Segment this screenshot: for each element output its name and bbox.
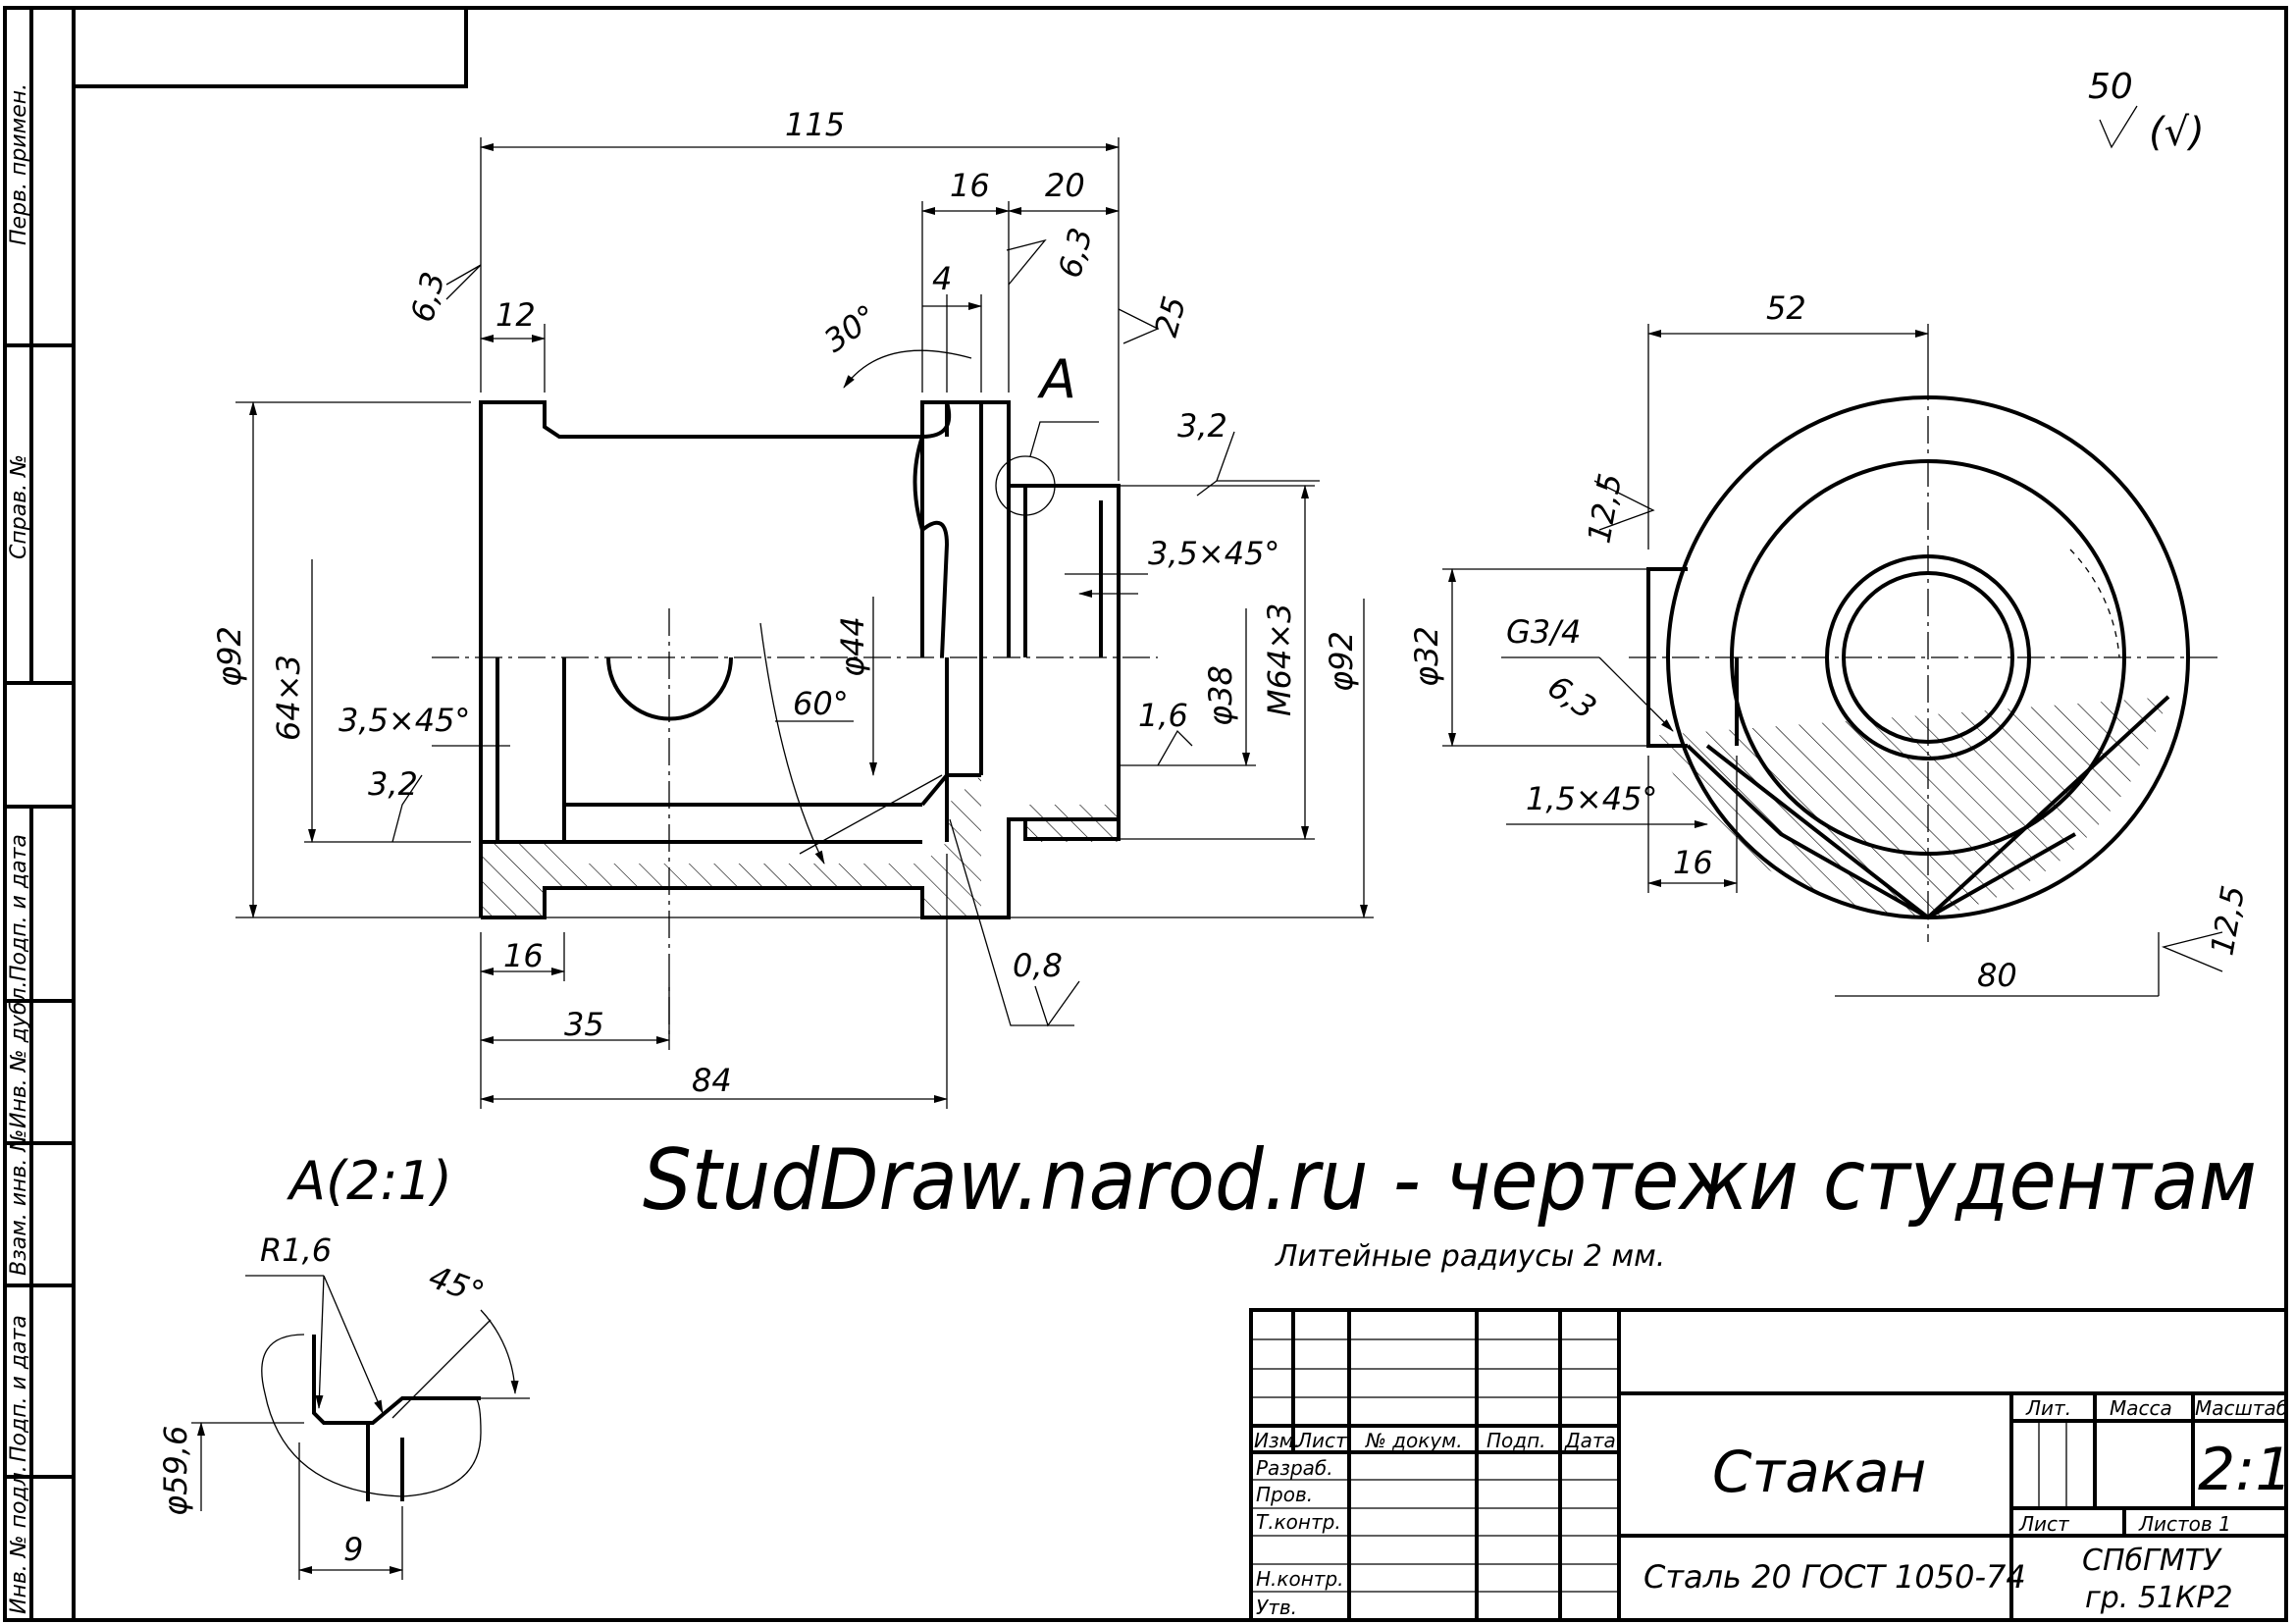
title-block: Изм. Лист № докум. Подп. Дата Разраб. Пр… xyxy=(1249,1308,2293,1622)
tb-org-line1: СПбГМТУ xyxy=(2082,1544,2222,1578)
dim-52: 52 xyxy=(1766,289,1806,327)
tb-col-izm: Изм. xyxy=(1254,1429,1300,1452)
tb-org-line2: гр. 51КР2 xyxy=(2085,1581,2233,1615)
dim-4: 4 xyxy=(932,260,952,297)
dim-phi92-right: φ92 xyxy=(1323,631,1360,692)
dim-thread-64x3: 64×3 xyxy=(270,655,307,741)
tb-part-name: Стакан xyxy=(1712,1439,1926,1505)
dim-angle-60: 60° xyxy=(793,685,849,722)
roughness-general-bracket: (√) xyxy=(2149,110,2205,155)
tb-row-prov: Пров. xyxy=(1256,1483,1313,1506)
dim-16-bottom: 16 xyxy=(503,937,544,974)
dim-g34: G3/4 xyxy=(1506,613,1581,651)
margin-label-inv-dubl: Инв. № дубл. xyxy=(7,980,31,1128)
dim-35: 35 xyxy=(564,1006,604,1043)
ra-16: 1,6 xyxy=(1138,697,1188,734)
roughness-general: 50 (√) xyxy=(2088,67,2205,155)
margin-label-podp2: Подп. и дата xyxy=(7,1315,31,1462)
sheet-frame xyxy=(3,6,2288,1622)
margin-labels: Перв. примен. Справ. № Подп. и дата Инв.… xyxy=(7,83,31,1614)
margin-label-inv-podl: Инв. № подл. xyxy=(7,1465,31,1614)
tb-scale-label: Масштаб xyxy=(2195,1396,2288,1420)
tb-sheets-label: Листов 1 xyxy=(2138,1512,2231,1536)
dim-80: 80 xyxy=(1977,957,2017,994)
ra-125-top: 12,5 xyxy=(1580,471,1629,547)
dim-phi32: φ32 xyxy=(1408,626,1445,687)
margin-label-perv: Перв. примен. xyxy=(7,83,31,245)
ra-63-top: 6,3 xyxy=(1051,224,1100,282)
tb-row-utv: Утв. xyxy=(1256,1596,1297,1619)
dim-phi38: φ38 xyxy=(1202,665,1239,726)
dim-12: 12 xyxy=(496,296,536,334)
tb-material: Сталь 20 ГОСТ 1050-74 xyxy=(1643,1558,2026,1596)
dim-16-top: 16 xyxy=(950,167,990,204)
dim-overall-115: 115 xyxy=(785,106,845,143)
dim-m64: М64×3 xyxy=(1261,603,1298,717)
ra-63-left: 6,3 xyxy=(403,268,452,326)
roughness-general-value: 50 xyxy=(2088,67,2133,107)
detail-r16: R1,6 xyxy=(260,1231,332,1269)
margin-label-podp1: Подп. и дата xyxy=(7,834,31,981)
tb-row-razrab: Разраб. xyxy=(1256,1456,1333,1480)
dim-20-top: 20 xyxy=(1045,167,1085,204)
tb-mass-label: Масса xyxy=(2110,1396,2172,1420)
tb-col-podp: Подп. xyxy=(1487,1429,1546,1452)
tb-scale-value: 2:1 xyxy=(2198,1436,2293,1504)
casting-radii-note: Литейные радиусы 2 мм. xyxy=(1275,1239,1665,1274)
dim-phi92-left: φ92 xyxy=(211,626,248,687)
dim-chamfer-left: 3,5×45° xyxy=(339,702,470,739)
detail-dim-9: 9 xyxy=(343,1531,363,1568)
dim-angle-30: 30° xyxy=(817,297,884,360)
ra-63-side: 6,3 xyxy=(1540,667,1602,726)
watermark-text: StudDraw.narod.ru - чертежи студентам xyxy=(643,1131,2257,1230)
tb-row-nkontr: Н.контр. xyxy=(1256,1567,1344,1591)
dim-chamfer-side: 1,5×45° xyxy=(1526,780,1657,817)
tb-sheet-label: Лист xyxy=(2018,1512,2070,1536)
margin-label-vzam: Взам. инв. № xyxy=(7,1129,31,1276)
dim-chamfer-right: 3,5×45° xyxy=(1148,535,1279,572)
main-view: 115 16 20 4 12 30° 6,3 6,3 25 А 3,2 3,5×… xyxy=(211,106,1374,1109)
ra-25: 25 xyxy=(1147,292,1193,341)
detail-label-A: А xyxy=(1037,348,1076,410)
tb-col-dokum: № докум. xyxy=(1365,1429,1463,1452)
detail-phi596: φ59,6 xyxy=(157,1426,194,1516)
detail-a-view: А(2:1) R1,6 45° φ59,6 9 xyxy=(157,1150,530,1580)
tb-col-list: Лист xyxy=(1296,1429,1348,1452)
dim-84: 84 xyxy=(692,1062,732,1099)
tb-lit-label: Лит. xyxy=(2025,1396,2071,1420)
ra-32-left: 3,2 xyxy=(368,765,418,803)
margin-label-sprav: Справ. № xyxy=(7,454,31,559)
side-view: 52 12,5 φ32 G3/4 6,3 1,5×45° 16 80 12,5 xyxy=(1408,289,2252,997)
dim-16-side: 16 xyxy=(1673,844,1713,881)
detail-angle-45: 45° xyxy=(424,1258,489,1312)
tb-col-data: Дата xyxy=(1564,1429,1616,1452)
dim-phi44: φ44 xyxy=(834,616,871,677)
tb-row-tkontr: Т.контр. xyxy=(1256,1510,1341,1534)
ra-08: 0,8 xyxy=(1013,947,1063,984)
detail-title: А(2:1) xyxy=(287,1150,452,1212)
ra-32-top: 3,2 xyxy=(1177,407,1227,445)
ra-125-right: 12,5 xyxy=(2203,883,2252,959)
